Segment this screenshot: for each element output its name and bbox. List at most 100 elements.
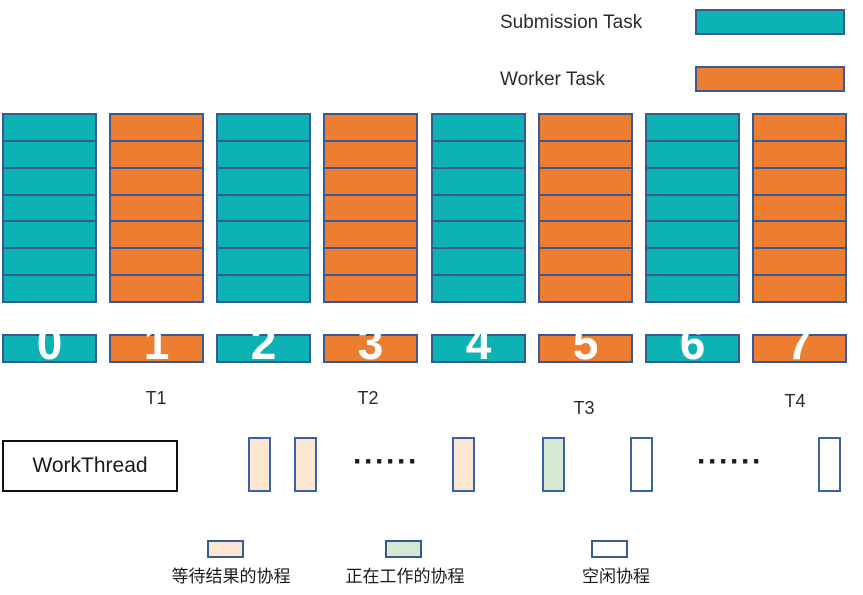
coroutine-waiting <box>248 437 271 492</box>
legend-waiting-coroutine-swatch <box>207 540 244 558</box>
queue-index-digit: 1 <box>143 317 170 369</box>
queue-task-cell <box>218 195 309 223</box>
queue-column-1 <box>109 113 204 303</box>
queue-column-6 <box>645 113 740 303</box>
legend-submission-task-label: Submission Task <box>500 12 643 33</box>
workthread-label: WorkThread <box>32 454 148 477</box>
queue-index-label-2: 2 <box>216 320 311 366</box>
queue-task-cell <box>325 141 416 169</box>
legend-idle-coroutine-label: 空闲协程 <box>582 567 650 587</box>
queue-task-cell <box>218 115 309 142</box>
queue-task-cell <box>325 249 416 277</box>
queue-task-cell <box>325 115 416 142</box>
legend-working-coroutine-label: 正在工作的协程 <box>345 567 465 587</box>
legend-worker-task-label: Worker Task <box>500 69 605 90</box>
queue-task-cell <box>540 141 631 169</box>
queue-task-cell <box>4 168 95 196</box>
queue-index-label-1: 1 <box>109 320 204 366</box>
queue-task-cell <box>754 249 845 277</box>
queue-index-label-0: 0 <box>2 320 97 366</box>
coroutine-idle <box>630 437 653 492</box>
legend-working-coroutine-swatch <box>385 540 422 558</box>
queue-task-cell <box>111 168 202 196</box>
queue-task-cell <box>540 222 631 250</box>
queue-task-cell <box>433 195 524 223</box>
queue-task-cell <box>647 249 738 277</box>
queue-task-cell <box>647 141 738 169</box>
queue-task-cell <box>4 115 95 142</box>
queue-index-digit: 6 <box>679 317 706 369</box>
legend-worker-task-swatch <box>695 66 845 92</box>
queue-task-cell <box>647 276 738 302</box>
queue-task-cell <box>433 249 524 277</box>
queue-column-4 <box>431 113 526 303</box>
queue-task-cell <box>218 168 309 196</box>
queue-task-cell <box>754 222 845 250</box>
legend-submission-task-swatch <box>695 9 845 35</box>
queue-task-cell <box>325 222 416 250</box>
queue-index-digit: 3 <box>357 317 384 369</box>
thread-label-t1: T1 <box>145 388 167 408</box>
queue-task-cell <box>647 222 738 250</box>
coroutine-working <box>542 437 565 492</box>
queue-index-label-3: 3 <box>323 320 418 366</box>
queue-task-cell <box>540 276 631 302</box>
queue-task-cell <box>218 141 309 169</box>
queue-task-cell <box>433 168 524 196</box>
queue-task-cell <box>754 276 845 302</box>
queue-index-digit: 5 <box>572 317 599 369</box>
queue-task-cell <box>111 195 202 223</box>
queue-task-cell <box>218 249 309 277</box>
coroutine-idle <box>818 437 841 492</box>
queue-task-cell <box>4 222 95 250</box>
queue-index-digit: 2 <box>250 317 277 369</box>
queue-task-cell <box>540 249 631 277</box>
queue-task-cell <box>647 168 738 196</box>
queue-column-5 <box>538 113 633 303</box>
legend-waiting-coroutine-label: 等待结果的协程 <box>171 567 291 587</box>
queue-task-cell <box>325 276 416 302</box>
ellipsis-dots: ······ <box>697 445 763 478</box>
queue-task-cell <box>647 195 738 223</box>
queue-task-cell <box>4 249 95 277</box>
queue-task-cell <box>433 276 524 302</box>
workthread-box: WorkThread <box>2 440 178 492</box>
queue-task-cell <box>111 141 202 169</box>
queue-task-cell <box>433 141 524 169</box>
queue-task-cell <box>540 195 631 223</box>
queue-task-cell <box>111 276 202 302</box>
queue-index-label-5: 5 <box>538 320 633 366</box>
coroutine-waiting <box>452 437 475 492</box>
thread-label-t4: T4 <box>784 391 806 411</box>
queue-task-cell <box>433 222 524 250</box>
queue-task-cell <box>218 276 309 302</box>
thread-label-t3: T3 <box>573 398 595 418</box>
queue-index-label-6: 6 <box>645 320 740 366</box>
queue-column-2 <box>216 113 311 303</box>
thread-label-t2: T2 <box>357 388 379 408</box>
queue-index-digit: 4 <box>465 317 492 369</box>
queue-index-label-4: 4 <box>431 320 526 366</box>
legend-idle-coroutine-swatch <box>591 540 628 558</box>
queue-index-digit: 0 <box>36 317 63 369</box>
queue-task-cell <box>4 195 95 223</box>
queue-task-cell <box>111 249 202 277</box>
queue-task-cell <box>754 168 845 196</box>
queue-task-cell <box>647 115 738 142</box>
queue-task-cell <box>754 115 845 142</box>
queue-task-cell <box>4 276 95 302</box>
queue-task-cell <box>433 115 524 142</box>
queue-task-cell <box>111 222 202 250</box>
queue-task-cell <box>4 141 95 169</box>
queue-task-cell <box>540 168 631 196</box>
queue-index-label-7: 7 <box>752 320 847 366</box>
queue-column-7 <box>752 113 847 303</box>
queue-column-0 <box>2 113 97 303</box>
queue-task-cell <box>540 115 631 142</box>
queue-task-cell <box>325 195 416 223</box>
queue-task-cell <box>754 141 845 169</box>
ellipsis-dots: ······ <box>353 445 419 478</box>
queue-task-cell <box>325 168 416 196</box>
queue-index-digit: 7 <box>786 317 813 369</box>
coroutine-waiting <box>294 437 317 492</box>
